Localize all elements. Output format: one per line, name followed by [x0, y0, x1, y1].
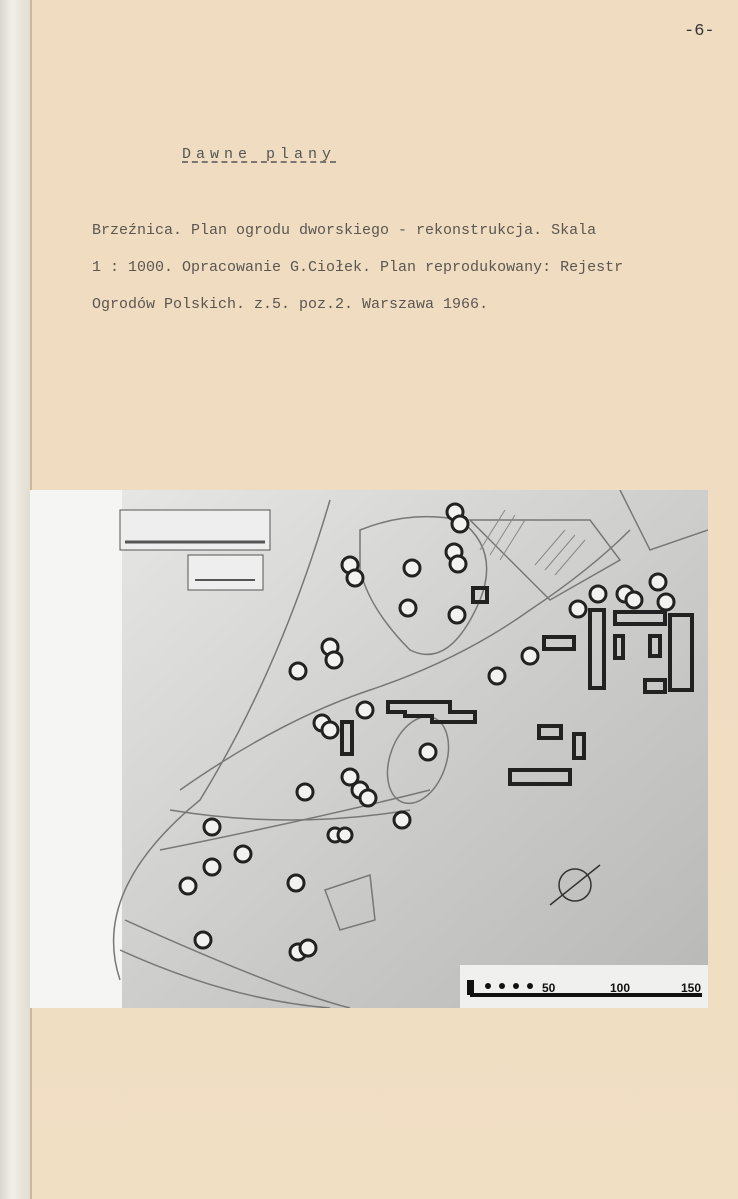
garden-paths — [112, 490, 708, 1008]
caption-line: Brzeźnica. Plan ogrodu dworskiego - reko… — [92, 222, 597, 239]
scale-label: 50 — [542, 981, 556, 995]
page-heading: Dawne plany — [182, 146, 337, 163]
hatched-area — [479, 509, 586, 576]
caption-line: 1 : 1000. Opracowanie G.Ciołek. Plan rep… — [92, 259, 624, 276]
garden-plan-drawing: 50 100 150 — [30, 490, 708, 1008]
garden-plan-photo: 50 100 150 — [30, 490, 708, 1008]
scale-label: 100 — [610, 981, 630, 995]
trees — [178, 502, 676, 962]
legend-boxes — [119, 509, 271, 591]
binding-strip — [0, 0, 30, 1199]
caption-line: Ogrodów Polskich. z.5. poz.2. Warszawa 1… — [92, 296, 489, 313]
page-number: -6- — [684, 22, 715, 41]
north-arrow-icon — [549, 864, 601, 906]
scale-label: 150 — [681, 981, 701, 995]
buildings — [340, 586, 694, 786]
scale-bar: 50 100 150 — [460, 965, 708, 1008]
caption-paragraph: Brzeźnica. Plan ogrodu dworskiego - reko… — [92, 212, 712, 323]
